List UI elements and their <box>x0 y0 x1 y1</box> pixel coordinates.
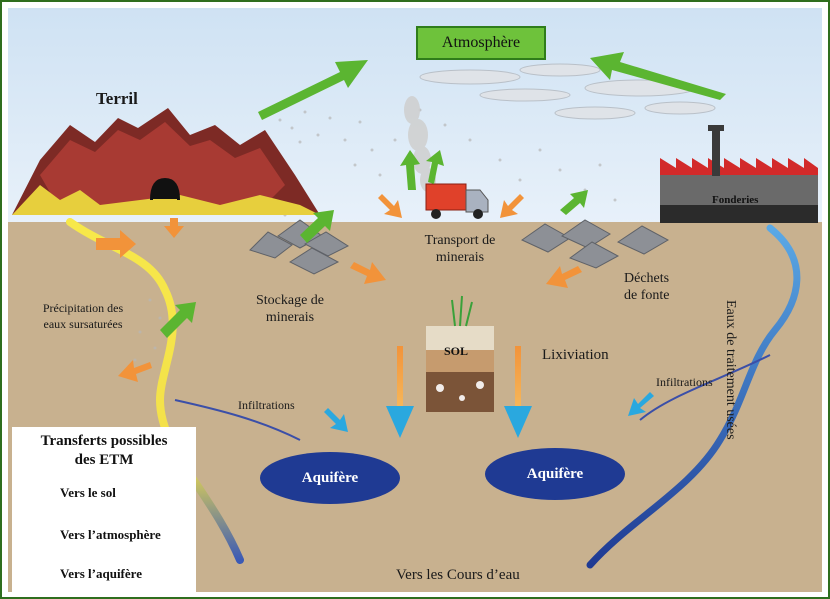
dechets-line1: Déchets <box>624 271 670 286</box>
foundry <box>660 125 818 223</box>
dust-particles <box>133 108 617 374</box>
legend-item-atmosphere: Vers l’atmosphère <box>60 527 161 542</box>
cours-eau-label: Vers les Cours d’eau <box>396 567 520 583</box>
dechets-line2: de fonte <box>624 288 670 303</box>
soil-block <box>426 295 494 412</box>
lixiviation-label: Lixiviation <box>542 347 609 363</box>
right-stream-branch <box>639 354 771 421</box>
stockage-line2: minerais <box>265 310 315 325</box>
terril-mountain <box>12 108 320 215</box>
lixiviation-columns <box>386 346 532 438</box>
arrows-to-soil <box>96 194 582 382</box>
aquifer-left-shape <box>260 452 400 504</box>
legend-title-line2: des ETM <box>74 452 134 468</box>
stockage-label: Stockage de minerais <box>235 292 345 326</box>
terril-label: Terril <box>96 89 138 108</box>
aquifer-right-shape <box>485 448 625 500</box>
truck <box>425 183 489 219</box>
fonderies-label: Fonderies <box>712 194 759 206</box>
infiltrations-left-label: Infiltrations <box>238 398 295 412</box>
atmosphere-label: Atmosphère <box>441 34 521 51</box>
eaux-traitement-label: Eaux de traitement usées <box>723 300 738 440</box>
legend-item-aquifer: Vers l’aquifère <box>60 566 142 581</box>
legend-title-line1: Transferts possibles <box>40 433 168 449</box>
stockage-line1: Stockage de <box>255 293 325 308</box>
aquifer-left-label: Aquifère <box>301 469 359 486</box>
left-stream-branch <box>174 399 301 441</box>
transport-label: Transport de minerais <box>400 232 520 266</box>
arrows-to-atmosphere <box>160 52 726 338</box>
atmosphere-box: Atmosphère <box>416 26 546 60</box>
arrows-to-aquifer <box>324 392 654 432</box>
precipitation-line2: eaux sursaturées <box>43 317 123 331</box>
right-stream <box>586 224 801 569</box>
transport-line1: Transport de <box>424 233 496 248</box>
rock-piles-storage <box>249 219 350 275</box>
precipitation-label: Précipitation des eaux sursaturées <box>18 300 148 332</box>
infiltrations-right-label: Infiltrations <box>656 375 713 389</box>
legend-item-soil: Vers le sol <box>60 485 116 500</box>
rock-piles-waste <box>520 219 670 269</box>
legend: Transferts possibles des ETM Vers le sol… <box>12 427 196 595</box>
precipitation-line1: Précipitation des <box>42 301 124 315</box>
dechets-label: Déchets de fonte <box>624 270 669 304</box>
sol-label: SOL <box>444 344 469 358</box>
legend-title: Transferts possibles des ETM <box>12 432 196 470</box>
clouds <box>419 63 716 120</box>
aquifer-right-label: Aquifère <box>526 465 584 482</box>
transport-line2: minerais <box>435 250 485 265</box>
